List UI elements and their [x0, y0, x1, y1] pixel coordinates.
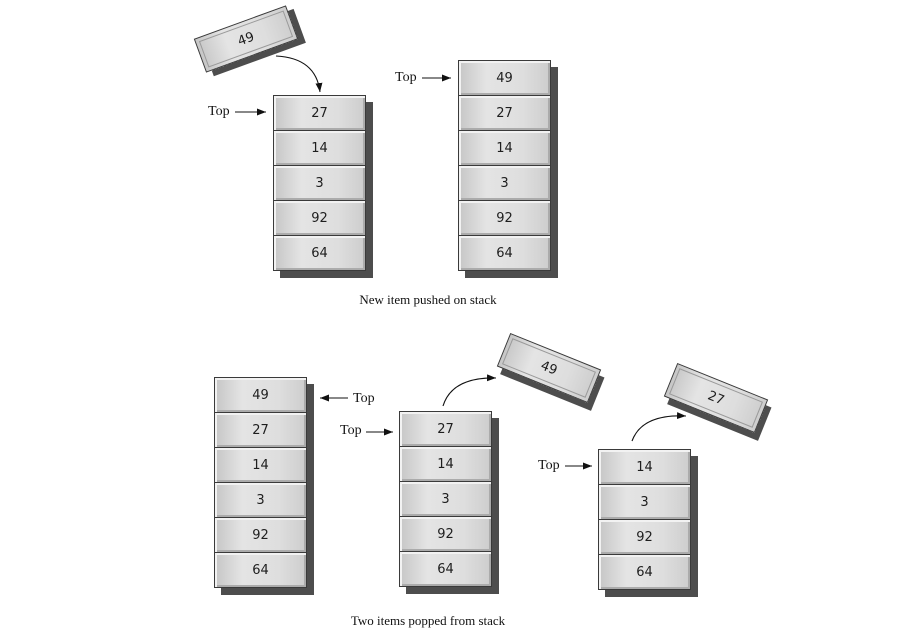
stack-cell: 14	[274, 131, 365, 166]
stack-cell: 3	[215, 483, 306, 518]
top-label-before-push: Top	[208, 104, 230, 119]
stack-after-second-pop: 14 3 92 64	[598, 449, 691, 590]
stack-cell: 27	[274, 96, 365, 131]
pop-caption: Two items popped from stack	[350, 613, 506, 628]
stack-cell: 64	[459, 236, 550, 270]
top-label-after-push: Top	[395, 70, 417, 85]
stack-cell: 92	[599, 520, 690, 555]
stack-cell: 64	[400, 552, 491, 586]
stack-cell: 92	[215, 518, 306, 553]
stack-cell: 14	[400, 447, 491, 482]
pop-first-curved-arrow	[442, 374, 497, 407]
stack-cell: 64	[215, 553, 306, 587]
stack-pop-start: 49 27 14 3 92 64	[214, 377, 307, 588]
stack-cell: 64	[274, 236, 365, 270]
stack-cell: 3	[459, 166, 550, 201]
stack-cell: 64	[599, 555, 690, 589]
stack-cell: 14	[215, 448, 306, 483]
stack-cell: 14	[599, 450, 690, 485]
top-label-after-first-pop: Top	[340, 423, 362, 438]
stack-cell: 14	[459, 131, 550, 166]
stack-cell: 3	[400, 482, 491, 517]
stack-cell: 92	[400, 517, 491, 552]
push-curved-arrow	[275, 55, 323, 93]
stack-cell: 92	[274, 201, 365, 236]
stack-before-push: 27 14 3 92 64	[273, 95, 366, 271]
top-label-after-second-pop: Top	[538, 458, 560, 473]
stack-cell: 49	[215, 378, 306, 413]
stack-cell: 49	[459, 61, 550, 96]
stack-cell: 27	[215, 413, 306, 448]
stack-cell: 3	[599, 485, 690, 520]
top-label-pop-start: Top	[353, 391, 375, 406]
popped-item-box-second: 27	[663, 362, 769, 434]
incoming-item-box: 49	[193, 5, 299, 73]
stack-cell: 92	[459, 201, 550, 236]
stack-cell: 3	[274, 166, 365, 201]
pop-second-curved-arrow	[631, 412, 687, 442]
stack-after-push: 49 27 14 3 92 64	[458, 60, 551, 271]
push-caption: New item pushed on stack	[359, 292, 497, 307]
stack-after-first-pop: 27 14 3 92 64	[399, 411, 492, 587]
stack-cell: 27	[400, 412, 491, 447]
stack-cell: 27	[459, 96, 550, 131]
popped-item-box-first: 49	[496, 332, 602, 404]
